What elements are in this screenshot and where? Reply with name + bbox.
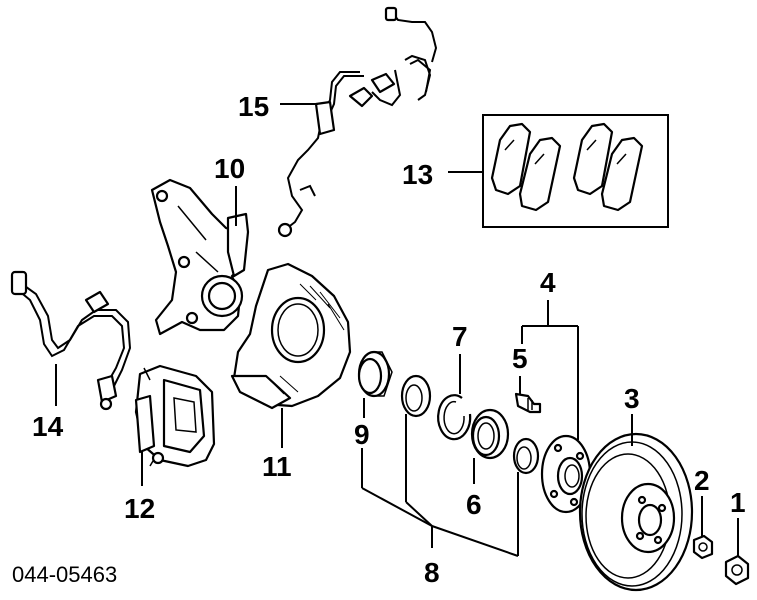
callout-1: 1 [730,487,746,518]
bearing-drawing [400,374,540,475]
callout-11: 11 [262,451,292,482]
callout-7: 7 [452,321,468,352]
steering-knuckle-drawing [150,178,250,336]
callout-10: 10 [214,153,245,184]
callout-2: 2 [694,465,710,496]
leader-lines [55,103,739,557]
callout-3: 3 [624,383,640,414]
callout-12: 12 [124,493,155,524]
hub-drawing [540,434,592,514]
callout-6: 6 [466,489,482,520]
hub-bolt-drawing [514,392,542,414]
callout-8: 8 [424,557,440,588]
callout-15: 15 [238,91,269,122]
nut-drawing [692,534,714,560]
callout-9: 9 [354,419,370,450]
callout-labels: 15 10 13 4 7 5 3 14 9 11 2 1 12 6 8 [32,91,746,588]
callout-13: 13 [402,159,433,190]
abs-sensor-wire-drawing [277,6,438,238]
callout-14: 14 [32,411,64,442]
hub-nut-drawing [724,554,750,586]
brake-disc-drawing [578,432,694,592]
dust-shield-drawing [230,262,352,410]
brake-hose-drawing [10,270,132,411]
oil-seal-drawing [357,350,393,398]
brake-pad-set-drawing [482,114,669,228]
diagram-reference-code: 044-05463 [12,562,117,587]
snap-ring-drawing [437,394,472,441]
callout-5: 5 [512,343,528,374]
callout-4: 4 [540,267,556,298]
brake-caliper-drawing [134,364,216,468]
